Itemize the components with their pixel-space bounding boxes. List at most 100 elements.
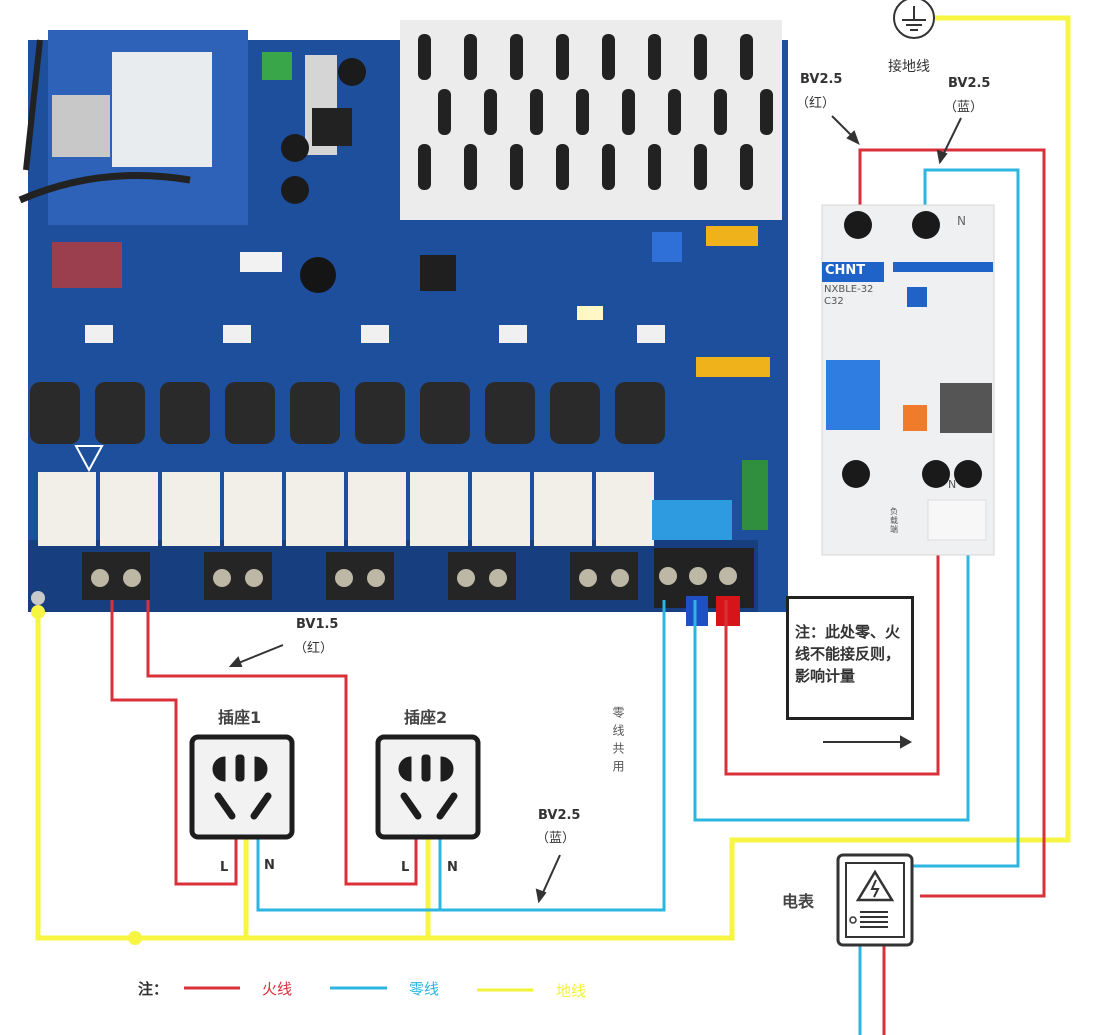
terminal-screw [489,569,507,587]
arrow-head-bv25-blue [936,149,948,165]
heatsink-slot [602,34,615,80]
heatsink-slot [668,89,681,135]
arrow-bv15 [235,644,284,665]
rcd-indicator [907,287,927,307]
terminal-screw [367,569,385,587]
live-wire-breaker-out [724,540,940,776]
ground-screw [31,591,45,605]
heatsink-slot [576,89,589,135]
heatsink-slot [418,34,431,80]
breaker-load-side: 负载端 [890,507,898,534]
arrow-bv25-blue-bottom [540,854,561,898]
current-transformer [355,382,405,444]
ground-junction-2 [128,931,142,945]
socket-2 [375,734,481,840]
socket-1 [189,734,295,840]
power-terminal-screw-3 [719,567,737,585]
ground-wires [35,15,1071,941]
sensor-connector [223,325,251,343]
neutral-shared-label: 零线共用 [611,706,625,778]
breaker-model: NXBLE-32 [824,284,874,295]
arrow-head-bv15 [228,656,243,667]
relay [472,472,530,546]
bv25-blue-label: BV2.5 [948,76,991,91]
arrow-head-note [900,735,913,749]
relay [348,472,406,546]
breaker-N-top: N [957,214,966,228]
bv15-label: BV1.5 [296,617,339,632]
neutral-wire-breaker-in [912,168,1020,868]
socket-2-label: 插座2 [404,708,448,727]
heatsink-slot [694,34,707,80]
heatsink-slot [438,89,451,135]
socket-2-N: N [447,860,458,875]
terminal-screw [245,569,263,587]
earth-ground-icon [893,0,935,39]
capacitor-2 [281,134,309,162]
buzzer [300,257,336,293]
live-wire-breaker-in [858,148,1046,898]
neutral-wires [256,168,1020,1035]
heatsink-slot [760,89,773,135]
terminal-screw [457,569,475,587]
heatsink-slot [740,144,753,190]
current-transformer [160,382,210,444]
ground-wire-main [135,15,1071,941]
socket-2-L: L [401,860,410,875]
yellow-capacitor-2 [696,357,770,377]
bv25-red-color: （红） [796,96,836,111]
heatsink-slot [418,144,431,190]
breaker-brand-bar [822,262,884,282]
sensor-connector [361,325,389,343]
connector-white [240,252,282,272]
socket-1-holes [212,754,272,820]
current-transformers [30,382,665,444]
electric-meter-icon [836,853,914,947]
legend-lines [184,986,533,992]
breaker-bottom-terminal-N2 [954,460,982,488]
terminal-screw [213,569,231,587]
legend-ground-label: 地线 [556,982,587,1000]
current-transformer [420,382,470,444]
heatsink-slot [556,144,569,190]
bv25-blue-bottom-label: BV2.5 [538,808,581,823]
neutral-wire-sleeve [686,596,708,626]
heatsink-slots [418,34,773,190]
sensor-connector [499,325,527,343]
breaker-rating: C32 [824,296,844,307]
current-transformer [550,382,600,444]
qr-code [940,383,992,433]
warning-note-text: 注：此处零、火线不能接反则，影响计量 [795,623,901,685]
current-transformer [615,382,665,444]
relay [224,472,282,546]
capacitor-1 [338,58,366,86]
mcu-chip [420,255,456,291]
live-wires [110,148,1046,1035]
heatsink-slot [648,144,661,190]
relay [100,472,158,546]
bv25-red-label: BV2.5 [800,72,843,87]
current-transformer [225,382,275,444]
arrow-head-bv25-blue-bottom [535,888,547,904]
breaker-top-terminal-L [844,211,872,239]
live-wire-socket1 [110,600,238,886]
annotation-arrows [228,115,962,904]
sensor-connectors [85,325,665,343]
socket-1-L: L [220,860,229,875]
heatsink-slot [740,34,753,80]
current-transformer [95,382,145,444]
heatsink-slot [510,144,523,190]
heatsink-slot [648,34,661,80]
relay [38,472,96,546]
ground-wire-board [35,612,135,941]
antenna-cable-2 [23,39,43,171]
antenna-cable [18,172,191,204]
green-terminal-block [262,52,292,80]
current-transformer [485,382,535,444]
status-leds [577,306,603,320]
terminal-screw [335,569,353,587]
heatsink-slot [484,89,497,135]
circuit-breaker [821,204,995,556]
breaker-top-terminal-N [912,211,940,239]
